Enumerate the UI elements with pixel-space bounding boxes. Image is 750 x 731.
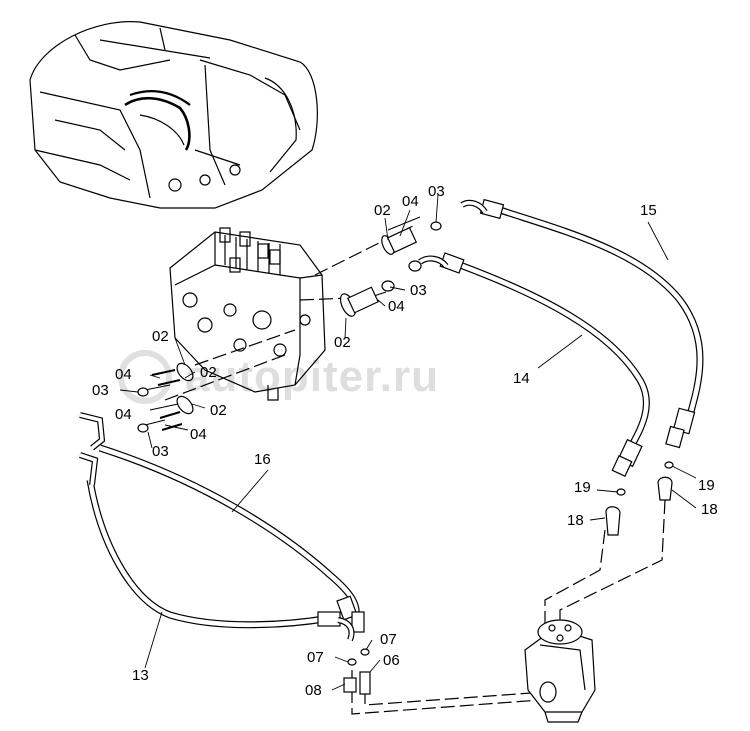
- callout-18-left: 18: [567, 512, 584, 529]
- callout-03-left-2: 03: [152, 443, 169, 460]
- callout-19-left: 19: [574, 479, 591, 496]
- callout-04-mid: 04: [388, 298, 405, 315]
- callout-04-left-2: 04: [115, 406, 132, 423]
- callout-03-mid: 03: [410, 282, 427, 299]
- hose-16: [79, 412, 365, 633]
- callout-02-left-2: 02: [200, 364, 217, 381]
- watermark-logo-icon: [118, 350, 172, 404]
- callout-04-top: 04: [402, 193, 419, 210]
- callout-07-right: 07: [380, 631, 397, 648]
- control-valve-assembly: [169, 227, 326, 401]
- hose-14: [418, 252, 650, 478]
- flange-fittings: [137, 221, 442, 433]
- leader-lines: [119, 194, 697, 691]
- callout-15: 15: [640, 202, 657, 219]
- swivel-joint: [524, 619, 596, 723]
- callout-06: 06: [383, 652, 400, 669]
- hose-13: [79, 452, 355, 642]
- callout-07-left: 07: [307, 649, 324, 666]
- callout-04-left-3: 04: [190, 426, 207, 443]
- callout-03-left: 03: [92, 382, 109, 399]
- callout-18-right: 18: [701, 501, 718, 518]
- callout-02-left-1: 02: [152, 328, 169, 345]
- callout-16: 16: [254, 451, 271, 468]
- callout-08: 08: [305, 682, 322, 699]
- callout-02-top: 02: [374, 202, 391, 219]
- watermark-text: autopiter.ru: [185, 352, 440, 401]
- callout-14: 14: [513, 370, 530, 387]
- elbow-fittings: [605, 461, 674, 536]
- callout-03-top: 03: [428, 183, 445, 200]
- callout-02-mid: 02: [334, 334, 351, 351]
- hose-15: [460, 198, 704, 449]
- callout-04-left-1: 04: [115, 366, 132, 383]
- callout-02-left-3: 02: [210, 402, 227, 419]
- bottom-fittings: [343, 648, 371, 695]
- callout-19-right: 19: [698, 477, 715, 494]
- callout-13: 13: [132, 667, 149, 684]
- machine-overview-inset: [29, 21, 318, 209]
